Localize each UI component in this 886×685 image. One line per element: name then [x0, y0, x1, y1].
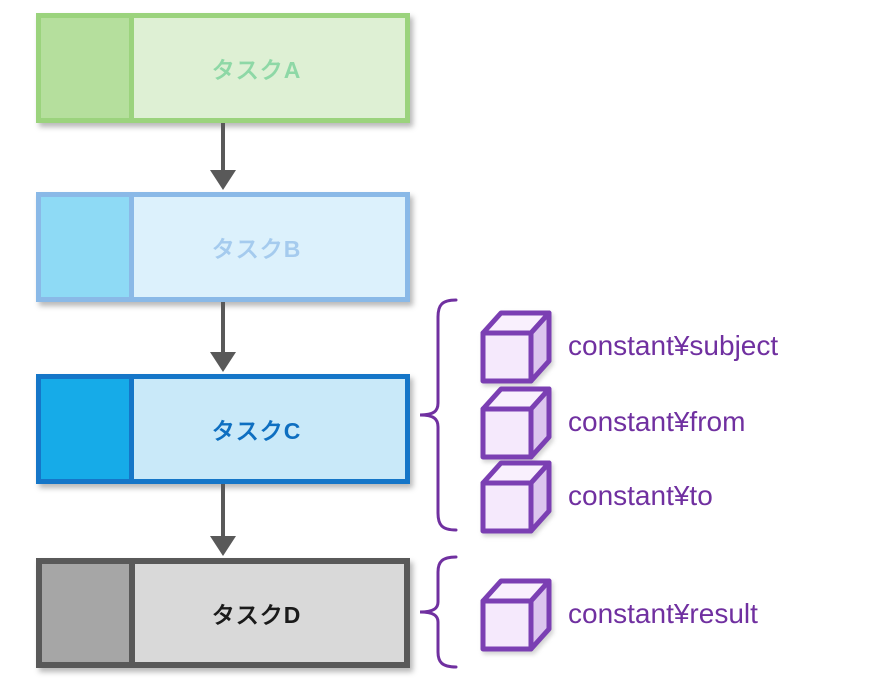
flow-arrow-c-to-d-head	[210, 536, 236, 556]
constant-label-result: constant¥result	[568, 598, 758, 629]
task-c-accent-bar	[41, 379, 134, 479]
task-b-label: タスクB	[211, 236, 302, 262]
constant-item: constant¥subject	[478, 308, 778, 384]
task-a-body: タスクA	[134, 18, 405, 118]
task-c-label: タスクC	[211, 418, 302, 444]
task-d-accent-bar	[42, 564, 135, 662]
brace-task-d-constants	[419, 555, 458, 669]
flow-arrow-a-to-b-stem	[221, 123, 225, 171]
constant-item: constant¥from	[478, 384, 745, 460]
flow-arrow-b-to-c-head	[210, 352, 236, 372]
constant-label-subject: constant¥subject	[568, 330, 779, 361]
cube-icon	[480, 386, 552, 460]
flow-arrow-b-to-c-stem	[221, 302, 225, 353]
cube-icon	[480, 578, 552, 652]
task-a-accent-bar	[41, 18, 134, 118]
task-b-accent-bar	[41, 197, 134, 297]
constant-item: constant¥result	[478, 576, 758, 652]
flow-arrow-a-to-b-head	[210, 170, 236, 190]
task-box-d: タスクD	[36, 558, 410, 668]
flow-arrow-c-to-d-stem	[221, 484, 225, 537]
cube-icon	[480, 460, 552, 534]
task-a-label: タスクA	[211, 57, 302, 83]
constant-item: constant¥to	[478, 458, 713, 534]
task-box-a: タスクA	[36, 13, 410, 123]
task-d-body: タスクD	[135, 564, 404, 662]
task-box-b: タスクB	[36, 192, 410, 302]
cube-icon	[480, 310, 552, 384]
constant-label-to: constant¥to	[568, 480, 713, 511]
task-d-label: タスクD	[211, 602, 302, 628]
brace-task-c-constants	[419, 298, 458, 532]
task-c-body: タスクC	[134, 379, 405, 479]
task-box-c: タスクC	[36, 374, 410, 484]
task-b-body: タスクB	[134, 197, 405, 297]
constant-label-from: constant¥from	[568, 406, 746, 437]
